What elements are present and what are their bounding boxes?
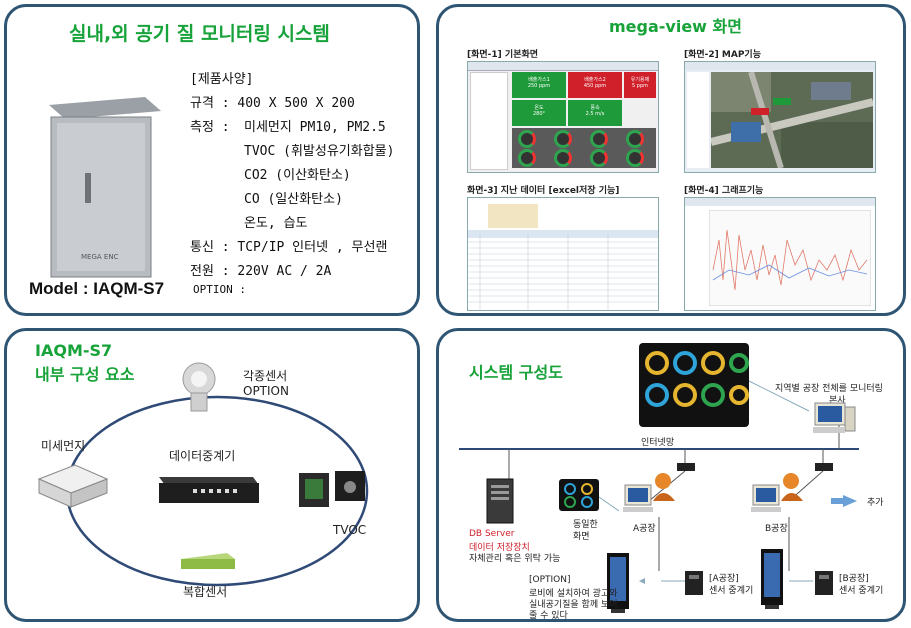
dust-sensor-image xyxy=(37,464,109,508)
gauge-icon xyxy=(554,149,572,167)
option-title: [OPTION] xyxy=(529,575,571,585)
spec-measure-2: TVOC (휘발성유기화합물) xyxy=(244,144,395,159)
wall-display-image xyxy=(639,343,749,427)
screen1-caption: [화면-1] 기본화면 xyxy=(467,50,539,60)
panel2-title: mega-view 화면 xyxy=(609,17,742,36)
hq-computer-icon xyxy=(813,402,856,433)
internet-label: 인터넷망 xyxy=(641,438,675,448)
spec-header: [제품사양] xyxy=(190,72,254,87)
tvoc-label: TVOC xyxy=(333,523,367,537)
gauge-icon xyxy=(518,130,536,148)
spec-power: 전원 : 220V AC / 2A xyxy=(190,264,332,279)
gauge-icon xyxy=(626,130,644,148)
complex-label: 복합센서 xyxy=(183,585,228,599)
hq-note: 지역별 공장 전체를 모니터링 xyxy=(775,384,883,394)
spec-size: 규격 : 400 X 500 X 200 xyxy=(190,96,355,111)
spec-measure-label: 측정 : xyxy=(190,120,230,135)
db-storage-label: 데이터 저장장치 xyxy=(469,543,530,553)
components-panel: IAQM-S7 내부 구성 요소 각종센서 OPTION 미세먼지 데이터중계기… xyxy=(4,328,420,622)
tvoc-sensor-image xyxy=(299,471,365,507)
hq-label: 본사 xyxy=(829,396,846,406)
screen4-graph xyxy=(684,197,876,311)
mega-view-panel: mega-view 화면 [화면-1] 기본화면 [화면-2] MAP기능 화면… xyxy=(436,4,906,316)
spec-comm: 통신 : TCP/IP 인터넷 , 무선랜 xyxy=(190,240,388,255)
screen3-data-table xyxy=(467,197,659,311)
factory-b-user-icon xyxy=(751,473,803,512)
db-server-label: DB Server xyxy=(469,529,515,539)
same-screen-1: 동일한 xyxy=(573,520,598,530)
db-server-icon xyxy=(486,478,514,524)
relay-a-label-1: [A공장] xyxy=(709,574,739,584)
relay-image xyxy=(159,477,259,503)
panel4-title: 시스템 구성도 xyxy=(469,363,563,382)
product-spec-panel: 실내,외 공기 질 모니터링 시스템 MEGA ENC [제품사양] 규격 : … xyxy=(4,4,420,316)
option-label: OPTION : xyxy=(193,283,246,296)
gauge-icon xyxy=(626,149,644,167)
factory-a-user-icon xyxy=(623,473,675,512)
add-label: 추가 xyxy=(867,498,884,508)
panel3-title-model: IAQM-S7 xyxy=(35,341,113,360)
screen4-caption: [화면-4] 그래프기능 xyxy=(684,186,764,196)
same-screen-2: 화면 xyxy=(573,532,590,542)
network-lines xyxy=(459,380,859,584)
kiosk-a-icon xyxy=(607,553,629,613)
model-name: Model : IAQM-S7 xyxy=(29,279,165,298)
gauge-icon xyxy=(554,130,572,148)
factory-a-label: A공장 xyxy=(633,524,656,534)
relay-a-icon xyxy=(685,571,703,595)
screen2-map xyxy=(684,61,876,173)
relay-b-label-1: [B공장] xyxy=(839,574,869,584)
relay-b-icon xyxy=(815,571,833,595)
screen3-caption: 화면-3] 지난 데이터 [excel저장 기능] xyxy=(467,186,620,196)
gauge-icon xyxy=(518,149,536,167)
factory-b-label: B공장 xyxy=(765,524,788,534)
relay-a-label-2: 센서 중계기 xyxy=(709,586,754,596)
panel1-title: 실내,외 공기 질 모니터링 시스템 xyxy=(69,23,330,45)
option-note-3: 줄 수 있다 xyxy=(529,611,568,621)
cabinet-image: MEGA ENC xyxy=(49,97,161,278)
spec-measure-3: CO2 (이산화탄소) xyxy=(244,168,351,183)
system-diagram-panel: 시스템 구성도 지역별 공장 전체를 모니터링 본사 xyxy=(436,328,906,622)
hub-icon xyxy=(677,463,695,471)
sensors-option-label: OPTION xyxy=(243,384,289,398)
complex-sensor-image xyxy=(181,553,235,569)
tablet-icon xyxy=(559,479,599,511)
relay-b-label-2: 센서 중계기 xyxy=(839,586,884,596)
option-note-2: 실내공기질을 함께 보여 xyxy=(529,600,618,610)
option-note-1: 로비에 설치하여 광고와 xyxy=(529,589,618,599)
gas-sensor-image xyxy=(182,362,216,412)
relay-label: 데이터중계기 xyxy=(169,449,236,463)
hub-icon xyxy=(815,463,833,471)
spec-measure-5: 온도, 습도 xyxy=(244,216,308,231)
dust-label: 미세먼지 xyxy=(41,439,86,453)
sensors-label: 각종센서 xyxy=(243,369,288,383)
kiosk-b-icon xyxy=(761,549,783,609)
panel3-title: 내부 구성 요소 xyxy=(35,365,135,384)
cabinet-brand: MEGA ENC xyxy=(81,253,119,261)
spec-measure-1: 미세먼지 PM10, PM2.5 xyxy=(244,120,386,135)
db-note: 자체관리 혹은 위탁 가능 xyxy=(469,554,561,564)
screen2-caption: [화면-2] MAP기능 xyxy=(684,50,761,60)
gauge-icon xyxy=(590,149,608,167)
spec-measure-4: CO (일산화탄소) xyxy=(244,192,343,207)
gauge-icon xyxy=(590,130,608,148)
